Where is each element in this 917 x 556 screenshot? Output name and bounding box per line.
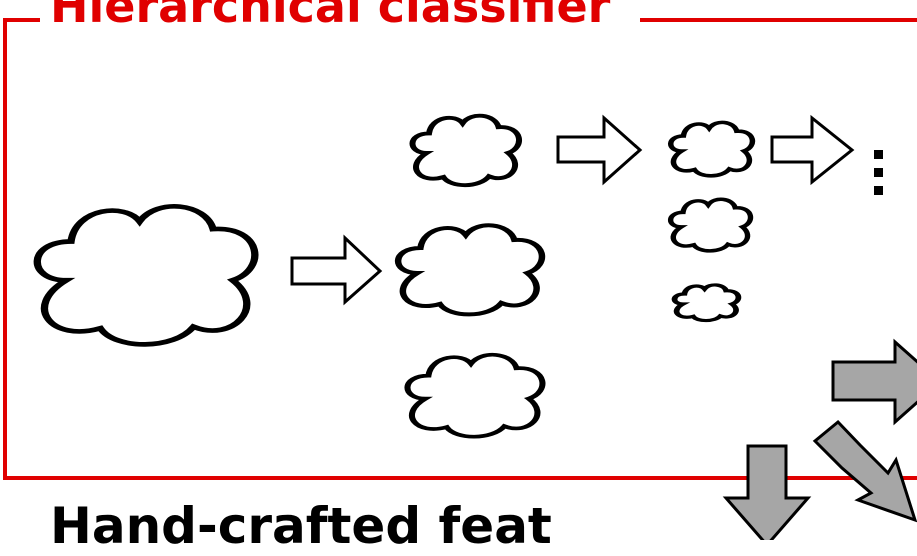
ellipsis-dot — [874, 186, 883, 195]
gray-arrow-down-icon — [722, 444, 812, 540]
ellipsis-dot — [874, 168, 883, 177]
level2-cloud-top — [671, 122, 753, 175]
gray-arrow-right-icon — [831, 338, 917, 426]
ellipsis-dot — [874, 150, 883, 159]
arrow-level2-to-more-icon — [770, 114, 855, 186]
level2-cloud-bottom — [674, 285, 738, 321]
arrow-root-to-level1-icon — [290, 234, 383, 306]
level1-cloud-middle — [398, 225, 542, 314]
gray-arrow-diagonal-icon — [812, 419, 917, 523]
level2-cloud-middle — [671, 199, 751, 251]
root-cloud — [37, 206, 255, 344]
bottom-caption: Hand-crafted feat — [50, 497, 552, 555]
classifier-frame — [3, 18, 917, 480]
arrow-level1-to-level2-icon — [556, 114, 643, 186]
level1-cloud-bottom — [407, 355, 542, 437]
diagram-title: Hierarchical classifier — [40, 0, 621, 34]
diagram-canvas — [0, 18, 917, 540]
level1-cloud-top — [412, 116, 519, 185]
continuation-ellipsis — [872, 150, 886, 200]
